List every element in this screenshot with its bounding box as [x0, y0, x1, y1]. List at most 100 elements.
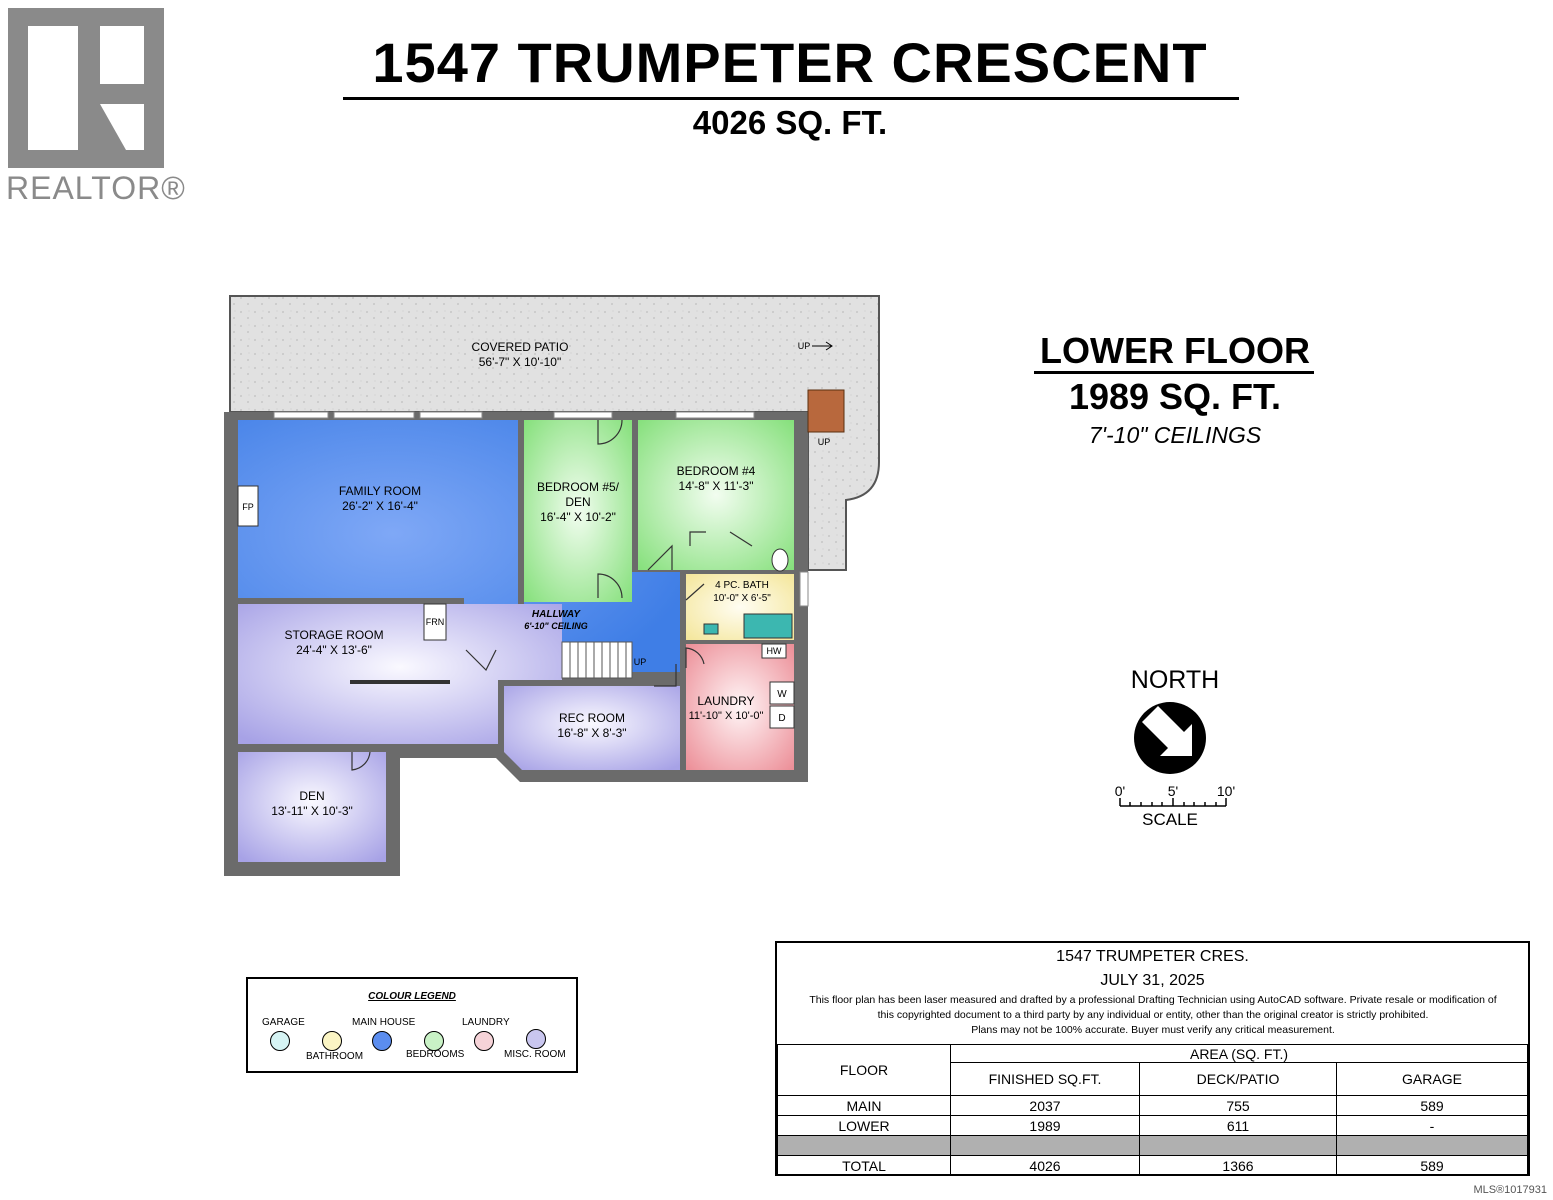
- mls-number: MLS®1017931: [1473, 1184, 1547, 1196]
- table-spacer-row: [777, 1135, 1528, 1156]
- realtor-logo-text: REALTOR®: [6, 170, 186, 206]
- floor-area: 1989 SQ. FT.: [1068, 376, 1282, 417]
- furnace-box: [423, 603, 447, 641]
- storage-shelf: [350, 680, 450, 684]
- storage-room-dim: 24'-4" X 13'-6": [296, 643, 372, 657]
- legend-swatch-laundry: [474, 1031, 494, 1051]
- table-total-row: TOTAL 4026 1366 589: [777, 1155, 1528, 1176]
- hallway-dim: 6'-10" CEILING: [524, 621, 587, 631]
- table-row: LOWER 1989 611 -: [777, 1115, 1528, 1136]
- row-main-floor: MAIN: [777, 1095, 951, 1116]
- scale-label: SCALE: [1142, 810, 1198, 829]
- fireplace: [237, 485, 259, 527]
- realtor-r-icon: [28, 26, 144, 150]
- bedroom-5-area: [524, 420, 632, 602]
- bedroom-5-label-2: DEN: [565, 495, 590, 509]
- legend-swatch-misc-room: [526, 1029, 546, 1049]
- info-date: JULY 31, 2025: [1100, 972, 1205, 989]
- info-disclaimer: This floor plan has been laser measured …: [783, 993, 1523, 1038]
- scale-tick-10: 10': [1217, 783, 1235, 799]
- scale-bar: [1119, 798, 1227, 807]
- north-label: NORTH: [1130, 666, 1220, 694]
- bath-label: 4 PC. BATH: [715, 580, 769, 591]
- storage-room-label: STORAGE ROOM: [284, 628, 383, 642]
- colour-legend: COLOUR LEGEND GARAGE BATHROOM MAIN HOUSE…: [246, 977, 578, 1073]
- bedroom-4-area: [638, 420, 794, 570]
- scale-tick-0: 0': [1115, 783, 1125, 799]
- legend-label-main-house: MAIN HOUSE: [352, 1017, 416, 1028]
- patio-up-label: UP: [798, 341, 811, 351]
- doors: [351, 419, 753, 771]
- col-deck: DECK/PATIO: [1139, 1062, 1337, 1096]
- row-main-deck: 755: [1139, 1095, 1337, 1116]
- family-room-dim: 26'-2" X 16'-4": [342, 499, 418, 513]
- toilet: [771, 548, 789, 572]
- bedroom-4-label: BEDROOM #4: [677, 464, 756, 478]
- den-dim: 13'-11" X 10'-3": [271, 804, 353, 818]
- dryer: [769, 705, 795, 729]
- laundry-dim: 11'-10" X 10'-0": [689, 710, 764, 722]
- dryer-label: D: [778, 713, 785, 724]
- row-lower-floor: LOWER: [777, 1115, 951, 1136]
- stairs: [561, 641, 633, 679]
- legend-swatch-main-house: [372, 1031, 392, 1051]
- realtor-logo: [8, 8, 164, 168]
- row-total-deck: 1366: [1139, 1155, 1337, 1176]
- legend-label-bathroom: BATHROOM: [306, 1051, 364, 1062]
- fireplace-label: FP: [242, 502, 254, 512]
- area-table: FLOOR AREA (SQ. FT.) FINISHED SQ.FT. DEC…: [777, 1044, 1528, 1176]
- col-finished: FINISHED SQ.FT.: [950, 1062, 1140, 1096]
- ceiling-height: 7'-10" CEILINGS: [1088, 422, 1262, 448]
- title-underline: [343, 97, 1239, 100]
- sink: [703, 623, 719, 635]
- row-lower-deck: 611: [1139, 1115, 1337, 1136]
- family-room-label: FAMILY ROOM: [339, 484, 421, 498]
- rec-room-dim: 16'-8" X 8'-3": [557, 726, 626, 740]
- patio-stairs-up-label: UP: [818, 437, 831, 447]
- legend-swatch-bedrooms: [424, 1031, 444, 1051]
- page-title: 1547 TRUMPETER CRESCENT: [372, 31, 1208, 94]
- total-area: 4026 SQ. FT.: [692, 104, 888, 141]
- hot-water-label: HW: [767, 646, 782, 656]
- bath-dim: 10'-0" X 6'-5": [713, 593, 771, 604]
- disclaimer-line-3: Plans may not be 100% accurate. Buyer mu…: [971, 1024, 1335, 1036]
- bedroom-5-dim: 16'-4" X 10'-2": [540, 510, 616, 524]
- washer: [769, 681, 795, 705]
- stairs-up-label: UP: [634, 657, 647, 667]
- laundry-label: LAUNDRY: [697, 694, 754, 708]
- legend-title: COLOUR LEGEND: [368, 991, 456, 1002]
- row-total-garage: 589: [1336, 1155, 1528, 1176]
- row-total-finished: 4026: [950, 1155, 1140, 1176]
- den-area: [238, 752, 386, 862]
- washer-label: W: [777, 689, 787, 700]
- disclaimer-line-1: This floor plan has been laser measured …: [809, 994, 1497, 1006]
- hallway-label: HALLWAY: [532, 609, 581, 620]
- hot-water-tank: [761, 643, 787, 659]
- info-address: 1547 TRUMPETER CRES.: [1056, 948, 1249, 965]
- covered-patio-dim: 56'-7" X 10'-10": [479, 355, 561, 369]
- legend-label-bedrooms: BEDROOMS: [406, 1049, 465, 1060]
- rec-room-label: REC ROOM: [559, 711, 625, 725]
- rec-room-area: [504, 686, 680, 770]
- legend-label-garage: GARAGE: [262, 1017, 305, 1028]
- bathtub: [743, 613, 793, 639]
- bedroom-4-dim: 14'-8" X 11'-3": [679, 479, 754, 493]
- col-floor: FLOOR: [777, 1044, 951, 1096]
- floor-name: LOWER FLOOR: [1040, 330, 1310, 371]
- row-lower-garage: -: [1336, 1115, 1528, 1136]
- table-row: MAIN 2037 755 589: [777, 1095, 1528, 1116]
- legend-label-misc-room: MISC. ROOM: [504, 1049, 566, 1060]
- patio-up-arrow-icon: [812, 341, 833, 351]
- row-main-finished: 2037: [950, 1095, 1140, 1116]
- info-table: 1547 TRUMPETER CRES. JULY 31, 2025 This …: [775, 941, 1530, 1176]
- windows: [273, 411, 809, 607]
- floor-underline: [1034, 371, 1314, 374]
- family-room-area: [238, 420, 680, 672]
- north-arrow-icon: [1134, 702, 1206, 774]
- interior-walls: [238, 420, 794, 876]
- disclaimer-line-2: this copyrighted document to a third par…: [877, 1009, 1429, 1021]
- furnace-label: FRN: [426, 617, 445, 627]
- legend-label-laundry: LAUNDRY: [462, 1017, 510, 1028]
- covered-patio-label: COVERED PATIO: [472, 340, 569, 354]
